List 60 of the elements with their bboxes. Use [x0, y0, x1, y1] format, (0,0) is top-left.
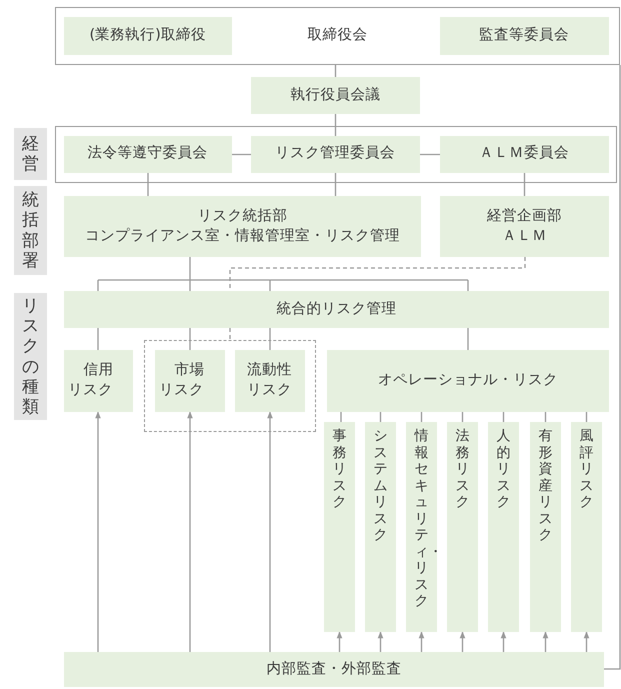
arrow [95, 411, 101, 652]
connector-line [544, 412, 546, 422]
connector-line [467, 328, 469, 350]
risk-column: 情報セキュリティ・リスク [406, 422, 437, 632]
process-box: 統合的リスク管理 [64, 291, 609, 328]
arrow [378, 631, 384, 652]
connector-line [97, 328, 99, 350]
connector-line [462, 412, 464, 422]
connector-line [586, 412, 588, 422]
row-header: リスクの種類 [14, 293, 47, 420]
process-box: オペレーショナル・リスク [327, 350, 609, 412]
risk-column: 有形資産リスク [530, 422, 561, 632]
process-box: リスク管理委員会 [250, 136, 420, 173]
process-box: 法令等遵守委員会 [64, 136, 232, 173]
process-box: 監査等委員会 [440, 16, 609, 55]
risk-column: 人的リスク [488, 422, 519, 632]
row-header: 経営 [14, 128, 47, 180]
risk-column: 事務リスク [324, 422, 355, 632]
process-box: リスク統括部 コンプライアンス室・情報管理室・リスク管理 [64, 196, 421, 257]
dashed-connector [229, 257, 526, 291]
connector-line [189, 328, 191, 350]
connector-line [269, 328, 271, 350]
process-box: 内部監査・外部監査 [64, 652, 604, 687]
arrow [500, 631, 506, 652]
arrow [336, 631, 342, 652]
connector-line [502, 412, 504, 422]
connector-line [420, 412, 422, 422]
process-box: ＡＬＭ委員会 [440, 136, 609, 173]
connector-line [420, 154, 440, 156]
process-box: 信用リスク [64, 350, 133, 412]
connector-line [524, 173, 526, 196]
arrow [267, 411, 273, 652]
process-box: 執行役員会議 [251, 77, 420, 114]
connector-line [232, 154, 251, 156]
arrow [418, 631, 424, 652]
connector-line [334, 65, 336, 77]
row-header: 統括部署 [14, 186, 47, 275]
risk-column: 法務リスク [447, 422, 478, 632]
process-box: 流動性リスク [234, 350, 305, 412]
group-title: 取締役会 [308, 26, 368, 46]
arrow [584, 631, 590, 652]
risk-column: システムリスク [365, 422, 396, 632]
arrow [542, 631, 548, 652]
process-box [55, 7, 620, 65]
process-box: 市場リスク [154, 350, 225, 412]
connector-line [604, 65, 621, 670]
dashed-group-frame [144, 340, 316, 432]
risk-column: 風評リスク [571, 422, 602, 632]
connector-line [334, 173, 336, 196]
process-box: (業務執行)取締役 [64, 16, 232, 55]
process-box: 経営企画部 ＡＬＭ [440, 196, 609, 257]
connector-line [147, 173, 149, 196]
dashed-connector [229, 328, 231, 340]
connector-line [334, 114, 336, 136]
arrow [460, 631, 466, 652]
connector-line [340, 412, 342, 422]
connector-line [97, 256, 469, 292]
connector-line [380, 412, 382, 422]
arrow [187, 411, 193, 652]
group-frame [55, 126, 617, 183]
